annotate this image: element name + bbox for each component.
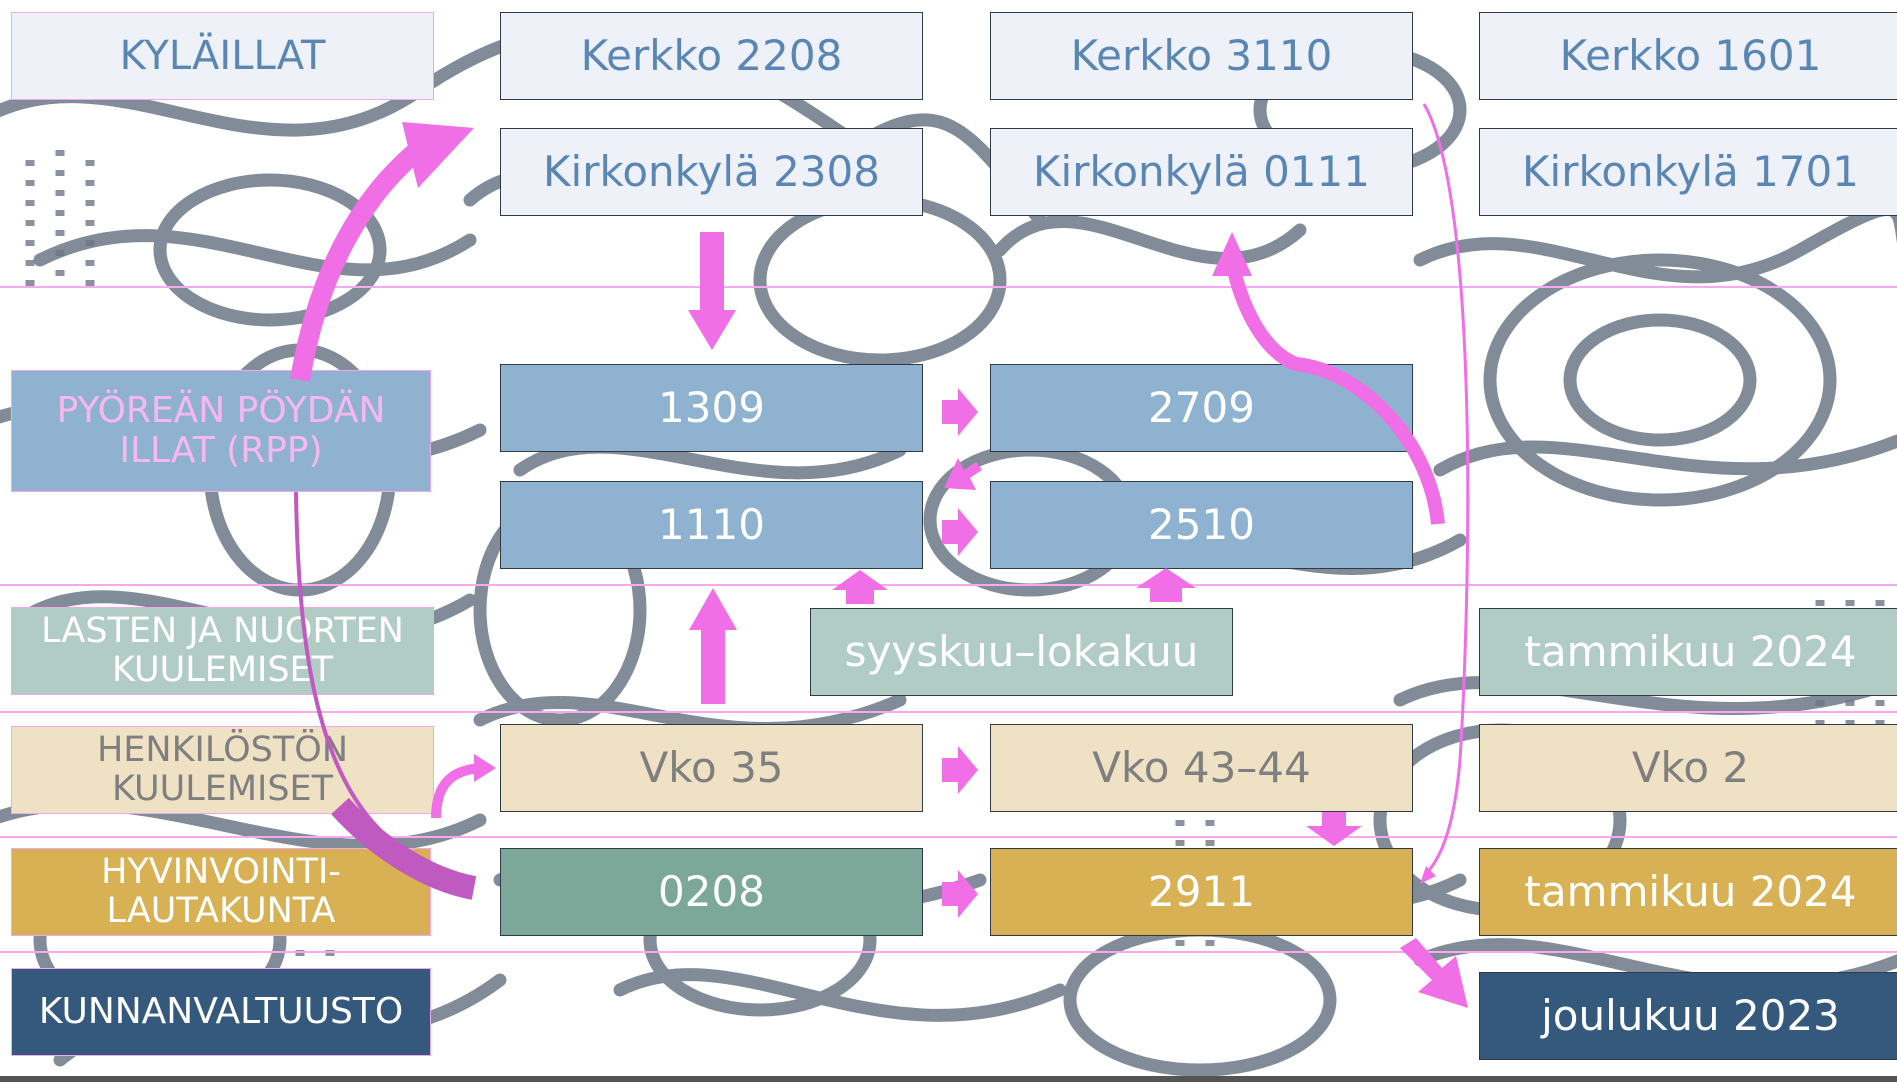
bottom-bar <box>0 1076 1897 1082</box>
row-label-lasten: LASTEN JA NUORTEN KUULEMISET <box>11 607 434 695</box>
row-label-hyvinvointi: HYVINVOINTI- LAUTAKUNTA <box>11 848 431 936</box>
separator-line-4 <box>0 836 1897 838</box>
row-label-kylaillat: KYLÄILLAT <box>11 12 434 100</box>
lasten-tammikuu-2024: tammikuu 2024 <box>1479 608 1897 696</box>
kylailta-kerkko-2208: Kerkko 2208 <box>500 12 923 100</box>
rpp-1110: 1110 <box>500 481 923 569</box>
hyvinvointi-2911: 2911 <box>990 848 1413 936</box>
kylailta-kirkonkyla-2308: Kirkonkylä 2308 <box>500 128 923 216</box>
henkilosto-vko-35: Vko 35 <box>500 724 923 812</box>
rpp-1309: 1309 <box>500 364 923 452</box>
hyvinvointi-tammikuu-2024: tammikuu 2024 <box>1479 848 1897 936</box>
kylailta-kirkonkyla-1701: Kirkonkylä 1701 <box>1479 128 1897 216</box>
row-label-rpp: PYÖREÄN PÖYDÄN ILLAT (RPP) <box>11 370 431 492</box>
separator-line-5 <box>0 951 1897 953</box>
separator-line-3 <box>0 711 1897 713</box>
rpp-2709: 2709 <box>990 364 1413 452</box>
henkilosto-vko-2: Vko 2 <box>1479 724 1897 812</box>
row-label-henkilosto: HENKILÖSTÖN KUULEMISET <box>11 726 434 814</box>
valtuusto-joulukuu-2023: joulukuu 2023 <box>1479 972 1897 1060</box>
kylailta-kirkonkyla-0111: Kirkonkylä 0111 <box>990 128 1413 216</box>
lasten-syyskuu-lokakuu: syyskuu–lokakuu <box>810 608 1233 696</box>
rpp-2510: 2510 <box>990 481 1413 569</box>
row-label-valtuusto: KUNNANVALTUUSTO <box>11 968 431 1056</box>
hyvinvointi-0208: 0208 <box>500 848 923 936</box>
kylailta-kerkko-1601: Kerkko 1601 <box>1479 12 1897 100</box>
separator-line-2 <box>0 584 1897 586</box>
kylailta-kerkko-3110: Kerkko 3110 <box>990 12 1413 100</box>
separator-line-1 <box>0 286 1897 288</box>
henkilosto-vko-43-44: Vko 43–44 <box>990 724 1413 812</box>
